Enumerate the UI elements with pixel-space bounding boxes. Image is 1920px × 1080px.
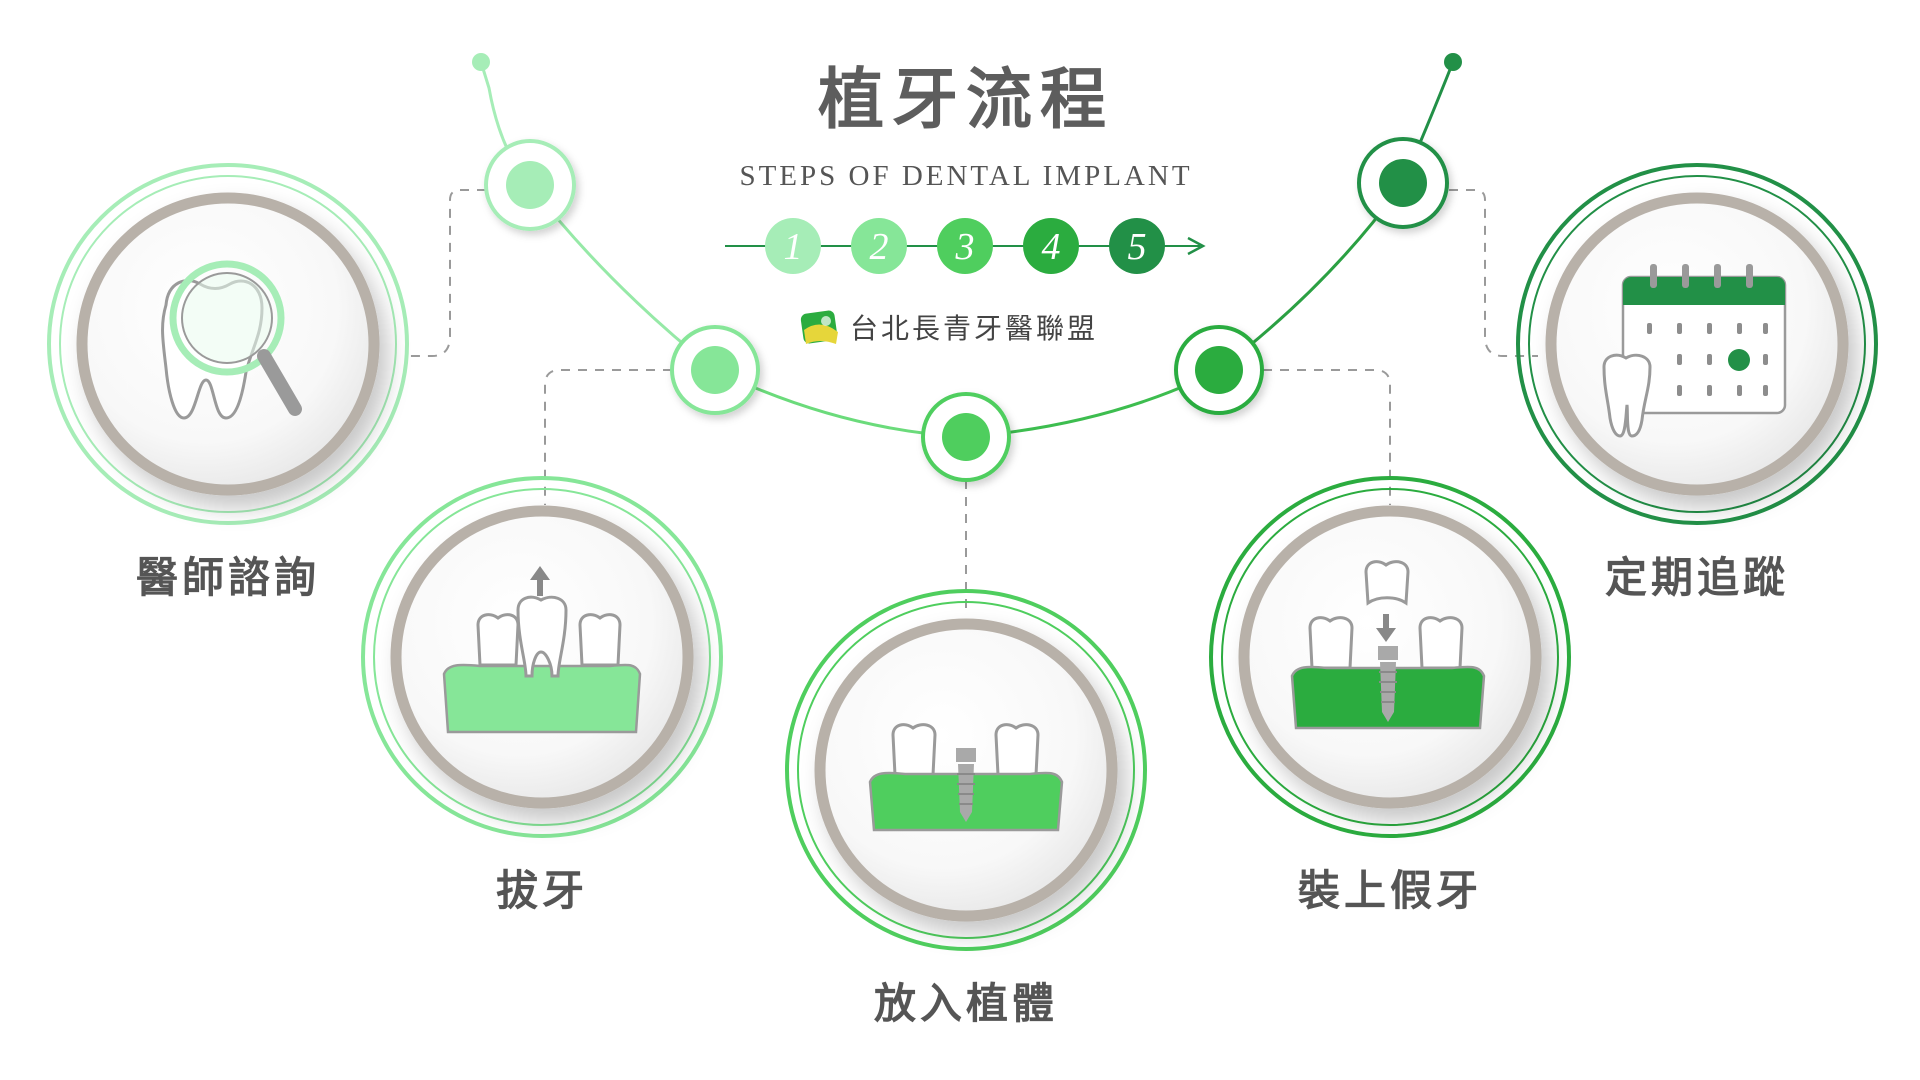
- step-3-outer-ring: [785, 589, 1147, 951]
- step-2-outer-ring-inner: [373, 488, 711, 826]
- calendar-checkup-icon: [1602, 264, 1787, 438]
- page-subtitle: STEPS OF DENTAL IMPLANT: [739, 160, 1192, 192]
- page-title: 植牙流程: [818, 60, 1114, 138]
- brand-name: 台北長青牙醫聯盟: [850, 312, 1098, 345]
- curve-node-4: [1174, 325, 1264, 415]
- step-5-label: 定期追蹤: [1605, 553, 1789, 602]
- evergreen-dental-logo-icon: [800, 310, 838, 344]
- curve-node-1: [484, 139, 576, 231]
- step-number-4: 4: [1023, 218, 1079, 274]
- step-2-extraction: 拔牙: [361, 476, 723, 915]
- svg-text:4: 4: [1042, 226, 1061, 268]
- step-4-label: 裝上假牙: [1298, 866, 1482, 915]
- step-4-outer-ring-inner: [1221, 488, 1559, 826]
- brand: 台北長青牙醫聯盟: [800, 310, 1098, 345]
- curve-node-3: [921, 392, 1011, 482]
- connector-step-4: [1263, 369, 1391, 505]
- calendar-highlight-dot: [1728, 349, 1750, 371]
- step-5-followup: 定期追蹤: [1516, 163, 1878, 602]
- svg-text:1: 1: [784, 226, 803, 268]
- step-4-outer-ring: [1209, 476, 1571, 838]
- connector-step-1: [405, 189, 486, 357]
- svg-text:2: 2: [870, 226, 889, 268]
- svg-text:5: 5: [1128, 226, 1147, 268]
- step-3-implant: 放入植體: [785, 589, 1147, 1028]
- connector-step-2: [544, 369, 672, 505]
- step-2-outer-ring: [361, 476, 723, 838]
- tooth-extraction-icon: [442, 566, 642, 734]
- step-2-label: 拔牙: [496, 866, 588, 915]
- step-2-disc: [390, 505, 694, 809]
- dashed-connectors: [405, 189, 1538, 610]
- step-1-consultation: 醫師諮詢: [47, 163, 409, 602]
- sequence-arrow-icon: [1187, 236, 1206, 256]
- step-1-outer-ring-inner: [59, 175, 397, 513]
- curve-left-end-dot: [472, 53, 490, 71]
- step-5-outer-ring: [1516, 163, 1878, 525]
- curve-node-5: [1357, 137, 1449, 229]
- step-number-2: 2: [851, 218, 907, 274]
- tooth-magnifier-icon: [161, 260, 302, 420]
- step-3-label: 放入植體: [874, 979, 1058, 1028]
- step-number-3: 3: [937, 218, 993, 274]
- curve-right-end-dot: [1444, 53, 1462, 71]
- step-5-outer-ring-inner: [1528, 175, 1866, 513]
- step-1-label: 醫師諮詢: [136, 553, 320, 602]
- crown-placement-icon: [1290, 560, 1486, 730]
- curve-nodes: [484, 137, 1449, 482]
- step-number-1: 1: [765, 218, 821, 274]
- svg-text:3: 3: [955, 226, 975, 268]
- step-4-crown: 裝上假牙: [1209, 476, 1571, 915]
- implant-post-icon: [868, 723, 1064, 832]
- curve-node-2: [670, 325, 760, 415]
- step-number-5: 5: [1109, 218, 1165, 274]
- connector-step-5: [1449, 189, 1538, 357]
- step-number-sequence: 1 2 3 4 5: [725, 218, 1206, 274]
- step-3-outer-ring-inner: [797, 601, 1135, 939]
- calendar-day-marks: [1647, 323, 1768, 396]
- step-1-outer-ring: [47, 163, 409, 525]
